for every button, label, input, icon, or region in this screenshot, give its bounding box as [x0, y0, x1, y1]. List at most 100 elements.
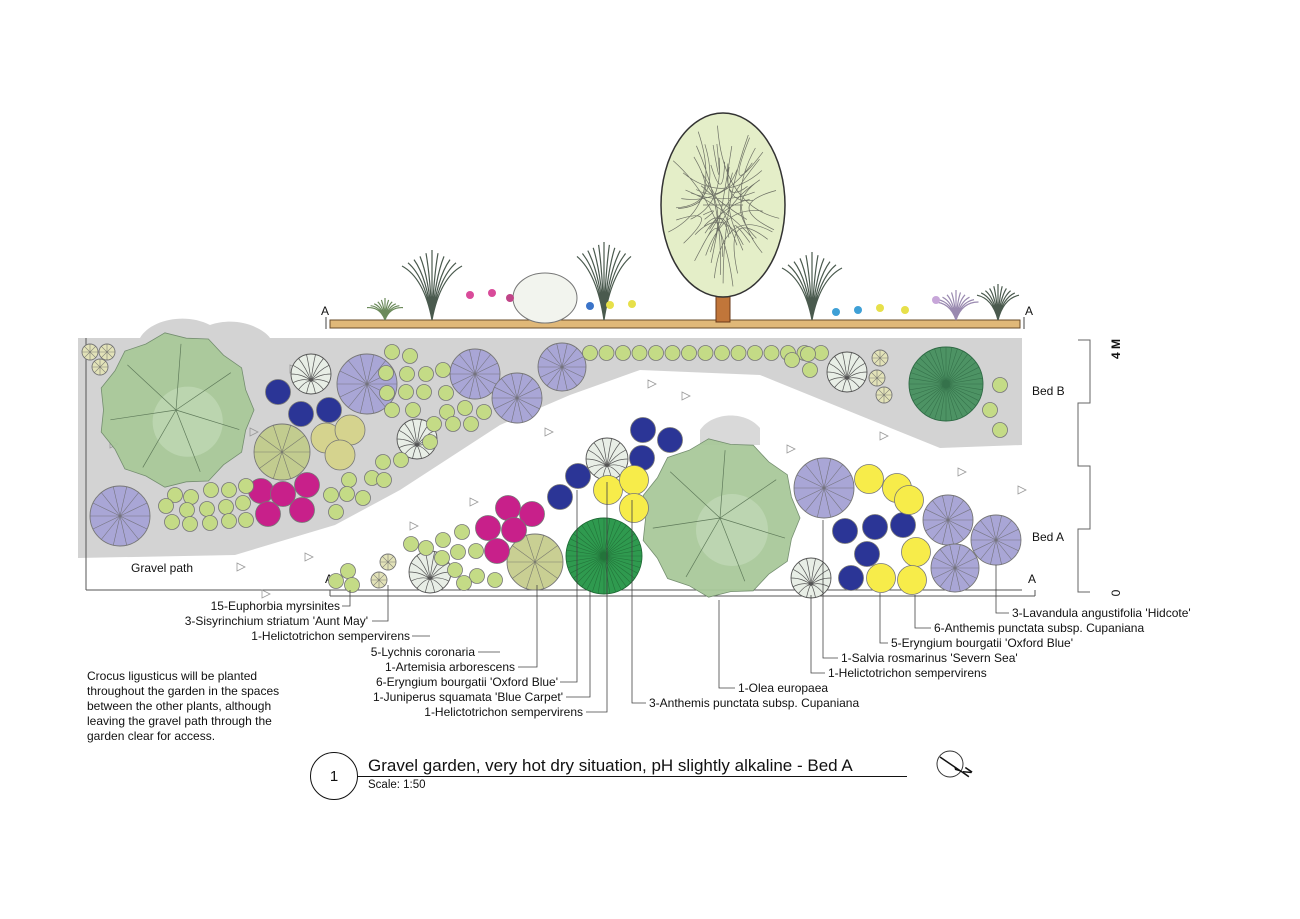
euphorbia-78 [992, 422, 1008, 438]
section-marker-top-left: A [321, 304, 329, 318]
leader-14 [914, 595, 931, 629]
lychnis-2 [270, 481, 296, 507]
euphorbia-77 [982, 402, 998, 418]
gravel-mark-6 [236, 562, 246, 572]
eryngium-5 [657, 427, 683, 453]
helictotrichon-4-blades [585, 438, 629, 480]
north-label: N [959, 765, 975, 780]
sage-bed-b-3 [324, 439, 356, 471]
euphorbia-48 [238, 478, 254, 494]
eryngium-7 [565, 463, 591, 489]
scale-bar-bottom: 0 [1109, 589, 1123, 596]
drawing-title: Gravel garden, very hot dry situation, p… [368, 756, 853, 775]
gravel-mark-9 [647, 379, 657, 389]
euphorbia-9 [714, 345, 730, 361]
euphorbia-73 [784, 352, 800, 368]
gravel-mark-13 [957, 467, 967, 477]
anthemis-4 [854, 464, 884, 494]
olive-tree-left-branches [110, 343, 240, 472]
gravel-mark-8 [261, 589, 271, 599]
euphorbia-46 [203, 482, 219, 498]
lavender-8 [970, 514, 1022, 566]
helictotrichon-6 [790, 557, 832, 599]
lavender-3-spokes [492, 373, 542, 423]
euphorbia-11 [747, 345, 763, 361]
crocus-note: Crocus ligusticus will be planted throug… [87, 669, 280, 743]
eryngium-2 [288, 401, 314, 427]
euphorbia-52 [179, 502, 195, 518]
euphorbia-54 [164, 514, 180, 530]
euphorbia-71 [328, 573, 344, 589]
plant-label-7: 1-Juniperus squamata 'Blue Carpet' [373, 690, 563, 704]
elev-flower-10 [901, 306, 909, 314]
lavender-4 [537, 342, 587, 392]
gravel-mark-10 [544, 427, 554, 437]
euphorbia-55 [182, 516, 198, 532]
olive-tree-left-highlight [152, 386, 223, 457]
lavender-9 [930, 543, 980, 593]
lavender-5-spokes [90, 486, 150, 546]
leader-9 [631, 500, 646, 704]
euphorbia-42 [355, 490, 371, 506]
sisyrinchium-3-spokes [92, 359, 108, 375]
sisyrinchium-5 [868, 369, 886, 387]
elev-artemisia [512, 272, 578, 324]
gravel-mark-3 [249, 427, 259, 437]
euphorbia-7 [681, 345, 697, 361]
elev-flower-7 [832, 308, 840, 316]
euphorbia-75 [800, 346, 816, 362]
eryngium-13 [838, 565, 864, 591]
helictotrichon-1-outline [290, 353, 332, 395]
elev-flower-11 [932, 296, 940, 304]
gravel-mark-11 [681, 391, 691, 401]
euphorbia-57 [221, 513, 237, 529]
bed-a-label: Bed A [1032, 530, 1064, 544]
sisyrinchium-7 [379, 553, 397, 571]
lychnis-4 [255, 501, 281, 527]
euphorbia-53 [158, 498, 174, 514]
sisyrinchium-4 [871, 349, 889, 367]
bed-b-label: Bed B [1032, 384, 1065, 398]
euphorbia-72 [344, 577, 360, 593]
euphorbia-50 [218, 499, 234, 515]
leader-12 [822, 520, 838, 659]
euphorbia-3 [615, 345, 631, 361]
section-line-plan [85, 338, 1036, 597]
euphorbia-35 [393, 452, 409, 468]
leader-1 [342, 590, 351, 607]
euphorbia-47 [221, 482, 237, 498]
helictotrichon-1 [290, 353, 332, 395]
gravel-mark-12 [879, 431, 889, 441]
artemisia-left-spokes [254, 425, 310, 479]
gravel-mark-4 [469, 497, 479, 507]
sisyrinchium-6-spokes [876, 387, 892, 403]
euphorbia-12 [763, 345, 780, 361]
olea-europaea-branches [652, 450, 786, 582]
euphorbia-20 [418, 366, 434, 382]
plant-label-2: 3-Sisyrinchium striatum 'Aunt May' [185, 614, 368, 628]
helictotrichon-4 [585, 437, 629, 481]
plant-label-11: 1-Helictotrichon sempervirens [828, 666, 987, 680]
anthemis-3 [619, 493, 649, 523]
lychnis-9 [501, 517, 527, 543]
euphorbia-23 [398, 384, 414, 400]
plant-label-15: 3-Lavandula angustifolia 'Hidcote' [1012, 606, 1191, 620]
gravel-mark-14 [1017, 485, 1027, 495]
plant-label-12: 1-Salvia rosmarinus 'Severn Sea' [841, 651, 1018, 665]
lavender-9-spokes [931, 544, 979, 592]
leader-10 [718, 600, 735, 689]
euphorbia-10 [730, 345, 747, 361]
sisyrinchium-7-spokes [380, 554, 396, 570]
elev-flower-1 [466, 291, 474, 299]
euphorbia-68 [487, 572, 503, 588]
north-arrow [936, 750, 964, 778]
plan-plants [81, 332, 1022, 599]
helictotrichon-6-outline [790, 557, 832, 599]
euphorbia-44 [167, 487, 183, 503]
euphorbia-34 [422, 434, 438, 450]
lychnis-6 [495, 495, 521, 521]
leader-8 [586, 482, 608, 713]
anthemis-9 [897, 565, 927, 595]
euphorbia-70 [340, 563, 356, 579]
